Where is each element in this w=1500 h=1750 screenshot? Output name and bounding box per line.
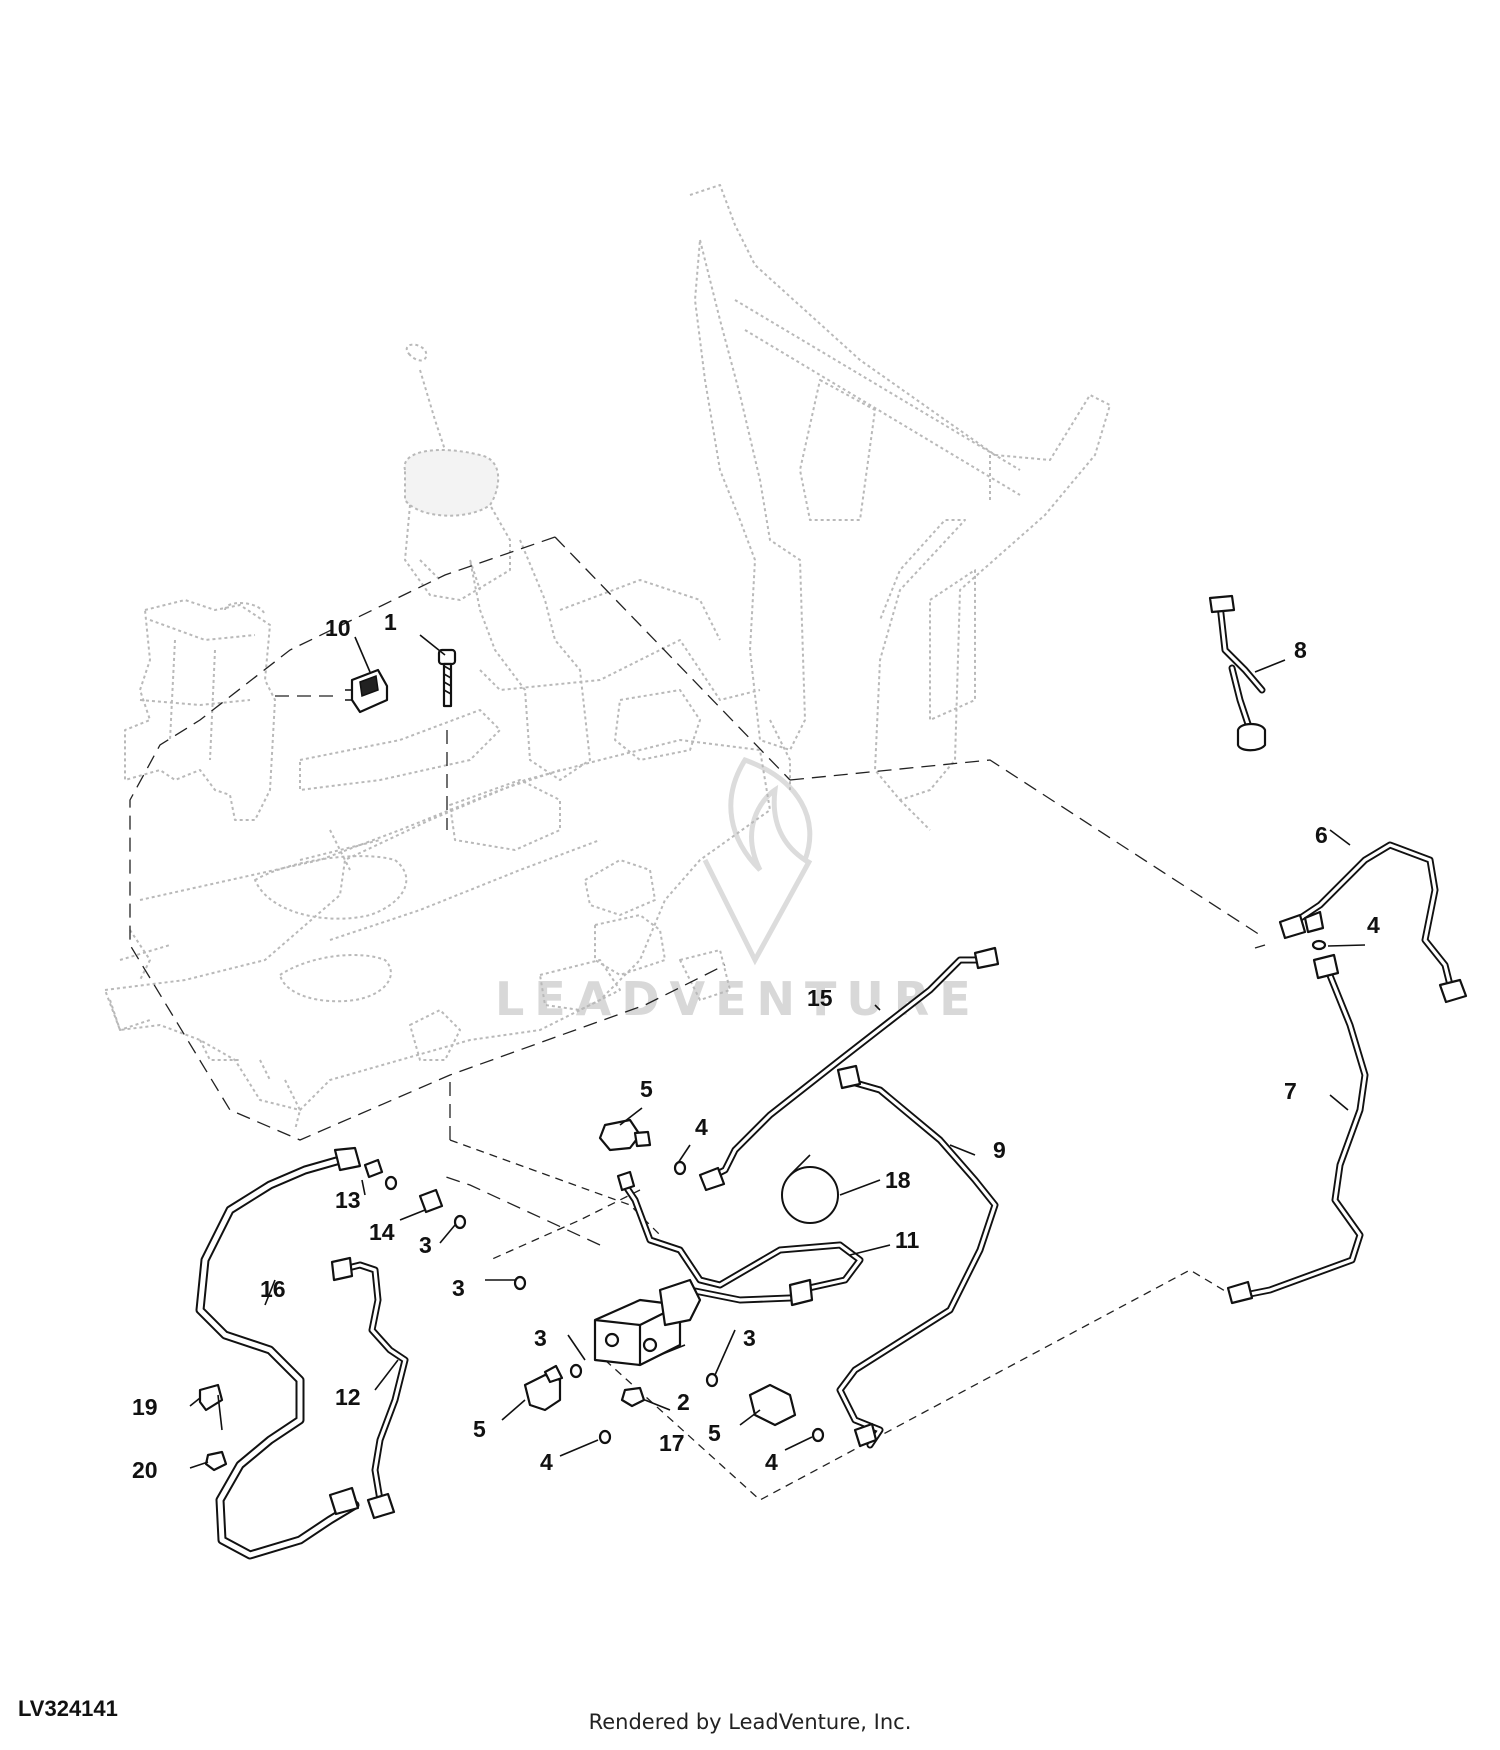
part-8-harness (1208, 594, 1267, 752)
callout-4-b: 4 (695, 1114, 708, 1140)
watermark-text: LEADVENTURE (495, 972, 981, 1026)
callout-4-d: 4 (765, 1449, 778, 1475)
part-9-tube (836, 1064, 999, 1449)
callout-3-c: 3 (534, 1325, 547, 1351)
part-11-harness (616, 1170, 864, 1307)
callout-15: 15 (807, 985, 833, 1011)
callout-labels: 1 2 3 3 3 3 4 4 4 4 5 5 5 6 7 8 9 10 11 … (132, 609, 1380, 1483)
callout-4-a: 4 (1367, 912, 1380, 938)
callout-13: 13 (335, 1187, 361, 1213)
part-3-oring-a (384, 1175, 398, 1191)
callout-3-d: 3 (743, 1325, 756, 1351)
part-10-switch (345, 668, 389, 714)
part-18-cable-tie (781, 1154, 839, 1224)
callout-3-b: 3 (452, 1275, 465, 1301)
drawing-id-label: LV324141 (18, 1696, 118, 1721)
part-19-clamp (198, 1383, 224, 1431)
callout-20: 20 (132, 1457, 158, 1483)
callout-17: 17 (659, 1430, 685, 1456)
part-7-tube (1226, 953, 1369, 1305)
part-14-fitting (418, 1188, 444, 1214)
leadventure-watermark-logo (702, 756, 813, 966)
part-13-adapter (363, 1158, 384, 1179)
part-15-tube (698, 946, 1000, 1192)
callout-4-c: 4 (540, 1449, 553, 1475)
part-3-oring-e (705, 1372, 719, 1388)
callout-12: 12 (335, 1384, 361, 1410)
callout-7: 7 (1284, 1078, 1297, 1104)
part-20-nut (204, 1450, 228, 1472)
render-credit: Rendered by LeadVenture, Inc. (588, 1710, 912, 1734)
callout-14: 14 (369, 1219, 395, 1245)
callout-11: 11 (895, 1227, 920, 1253)
leader-lines (189, 634, 1366, 1469)
part-16-hose (195, 1146, 362, 1560)
part-5-fitting-right (748, 1383, 797, 1427)
phantom-frame (104, 184, 1111, 1131)
part-4-washer-bottom (598, 1429, 612, 1445)
callout-3-a: 3 (419, 1232, 432, 1258)
assembly-dash-lines (129, 536, 1266, 1501)
callout-18: 18 (885, 1167, 911, 1193)
callout-9: 9 (993, 1137, 1006, 1163)
part-3-oring-d (569, 1363, 583, 1379)
part-5-fitting-left (523, 1364, 564, 1412)
part-1-bolt (437, 648, 457, 708)
part-17-nut (620, 1386, 646, 1408)
callout-19: 19 (132, 1394, 158, 1420)
callout-1: 1 (384, 609, 397, 635)
callout-5-b: 5 (473, 1416, 486, 1442)
part-6-tube (1278, 841, 1468, 1004)
part-2-valve-block (593, 1278, 702, 1367)
callout-6: 6 (1315, 822, 1328, 848)
part-4-washer-top (673, 1160, 687, 1176)
callout-5-a: 5 (640, 1076, 653, 1102)
part-4-washer-upper (1311, 939, 1327, 951)
callout-16: 16 (260, 1276, 286, 1302)
part-5-fitting-top (598, 1118, 652, 1152)
callout-10: 10 (325, 615, 351, 641)
callout-2: 2 (677, 1389, 690, 1415)
callout-8: 8 (1294, 637, 1307, 663)
part-4-washer-right (811, 1427, 825, 1443)
callout-5-c: 5 (708, 1420, 721, 1446)
part-12-tube (330, 1256, 409, 1520)
part-3-oring-c (513, 1275, 527, 1291)
part-3-oring-b (453, 1214, 467, 1230)
